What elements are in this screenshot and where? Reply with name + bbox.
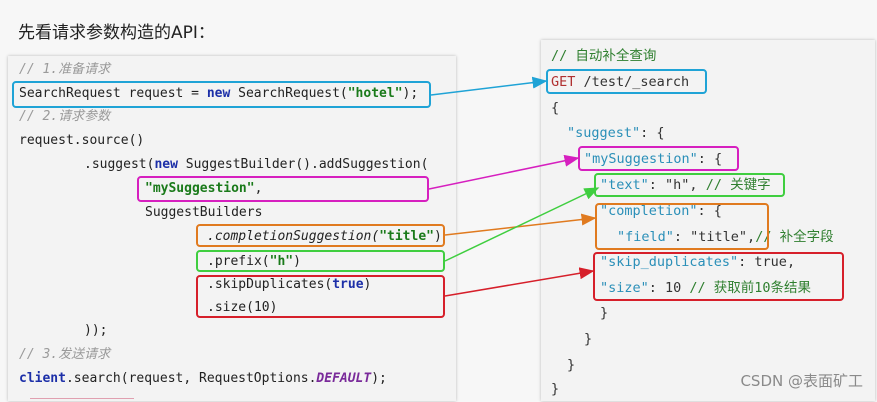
dsl-close-brace-2: }: [584, 331, 593, 347]
comment-request-params: // 2.请求参数: [19, 109, 111, 124]
dsl-text-line: "text": "h", // 关键字: [600, 177, 771, 193]
box-skip-size: [196, 275, 445, 318]
dsl-size-line: "size": 10 // 获取前10条结果: [600, 280, 812, 296]
code-line-mysuggestion: "mySuggestion",: [145, 181, 263, 196]
code-line-search-request: SearchRequest request = new SearchReques…: [19, 86, 419, 101]
code-line-close: ));: [84, 323, 108, 338]
dsl-skip-line: "skip_duplicates": true,: [600, 254, 796, 270]
decorative-strip: [30, 398, 134, 402]
code-line-suggest: .suggest(new SuggestBuilder().addSuggest…: [84, 157, 429, 172]
arrow-mysuggestion: [428, 154, 580, 190]
dsl-suggest-line: "suggest": {: [567, 125, 665, 141]
java-code-panel: [8, 56, 456, 401]
dsl-open-brace: {: [551, 100, 560, 116]
dsl-mysuggestion-line: "mySuggestion": {: [584, 151, 723, 167]
watermark: CSDN @表面矿工: [740, 372, 863, 390]
dsl-close-brace-3: }: [567, 357, 576, 373]
code-line-skip-duplicates: .skipDuplicates(true): [207, 277, 372, 292]
dsl-field-line: "field": "title",// 补全字段: [617, 229, 834, 245]
code-line-prefix: .prefix("h"): [207, 254, 301, 269]
dsl-close-brace-1: }: [600, 305, 609, 321]
code-line-source: request.source(): [19, 133, 145, 148]
box-search-request: [12, 81, 431, 108]
arrow-request-to-get: [430, 76, 548, 96]
arrow-prefix: [444, 187, 600, 262]
comment-prepare-request: // 1.准备请求: [19, 62, 111, 77]
code-line-size: .size(10): [207, 300, 278, 315]
arrow-skip-size: [444, 267, 595, 297]
arrow-completion: [444, 213, 597, 236]
dsl-comment: // 自动补全查询: [551, 48, 657, 64]
box-mysuggestion: [137, 176, 429, 202]
page-heading: 先看请求参数构造的API：: [18, 23, 215, 43]
code-line-client-search: client.search(request, RequestOptions.DE…: [19, 371, 387, 386]
dsl-get-line: GET /test/_search: [551, 74, 690, 90]
box-completion: [196, 224, 445, 247]
box-dsl-completion: [595, 203, 769, 250]
code-line-completion: .completionSuggestion("title"): [207, 229, 442, 244]
box-prefix: [196, 250, 445, 272]
dsl-completion-line: "completion": {: [600, 203, 722, 219]
comment-send-request: // 3.发送请求: [19, 347, 111, 362]
box-dsl-text: [594, 173, 785, 197]
code-line-suggest-builders: SuggestBuilders: [145, 205, 263, 220]
dsl-close-brace-4: }: [551, 381, 560, 397]
